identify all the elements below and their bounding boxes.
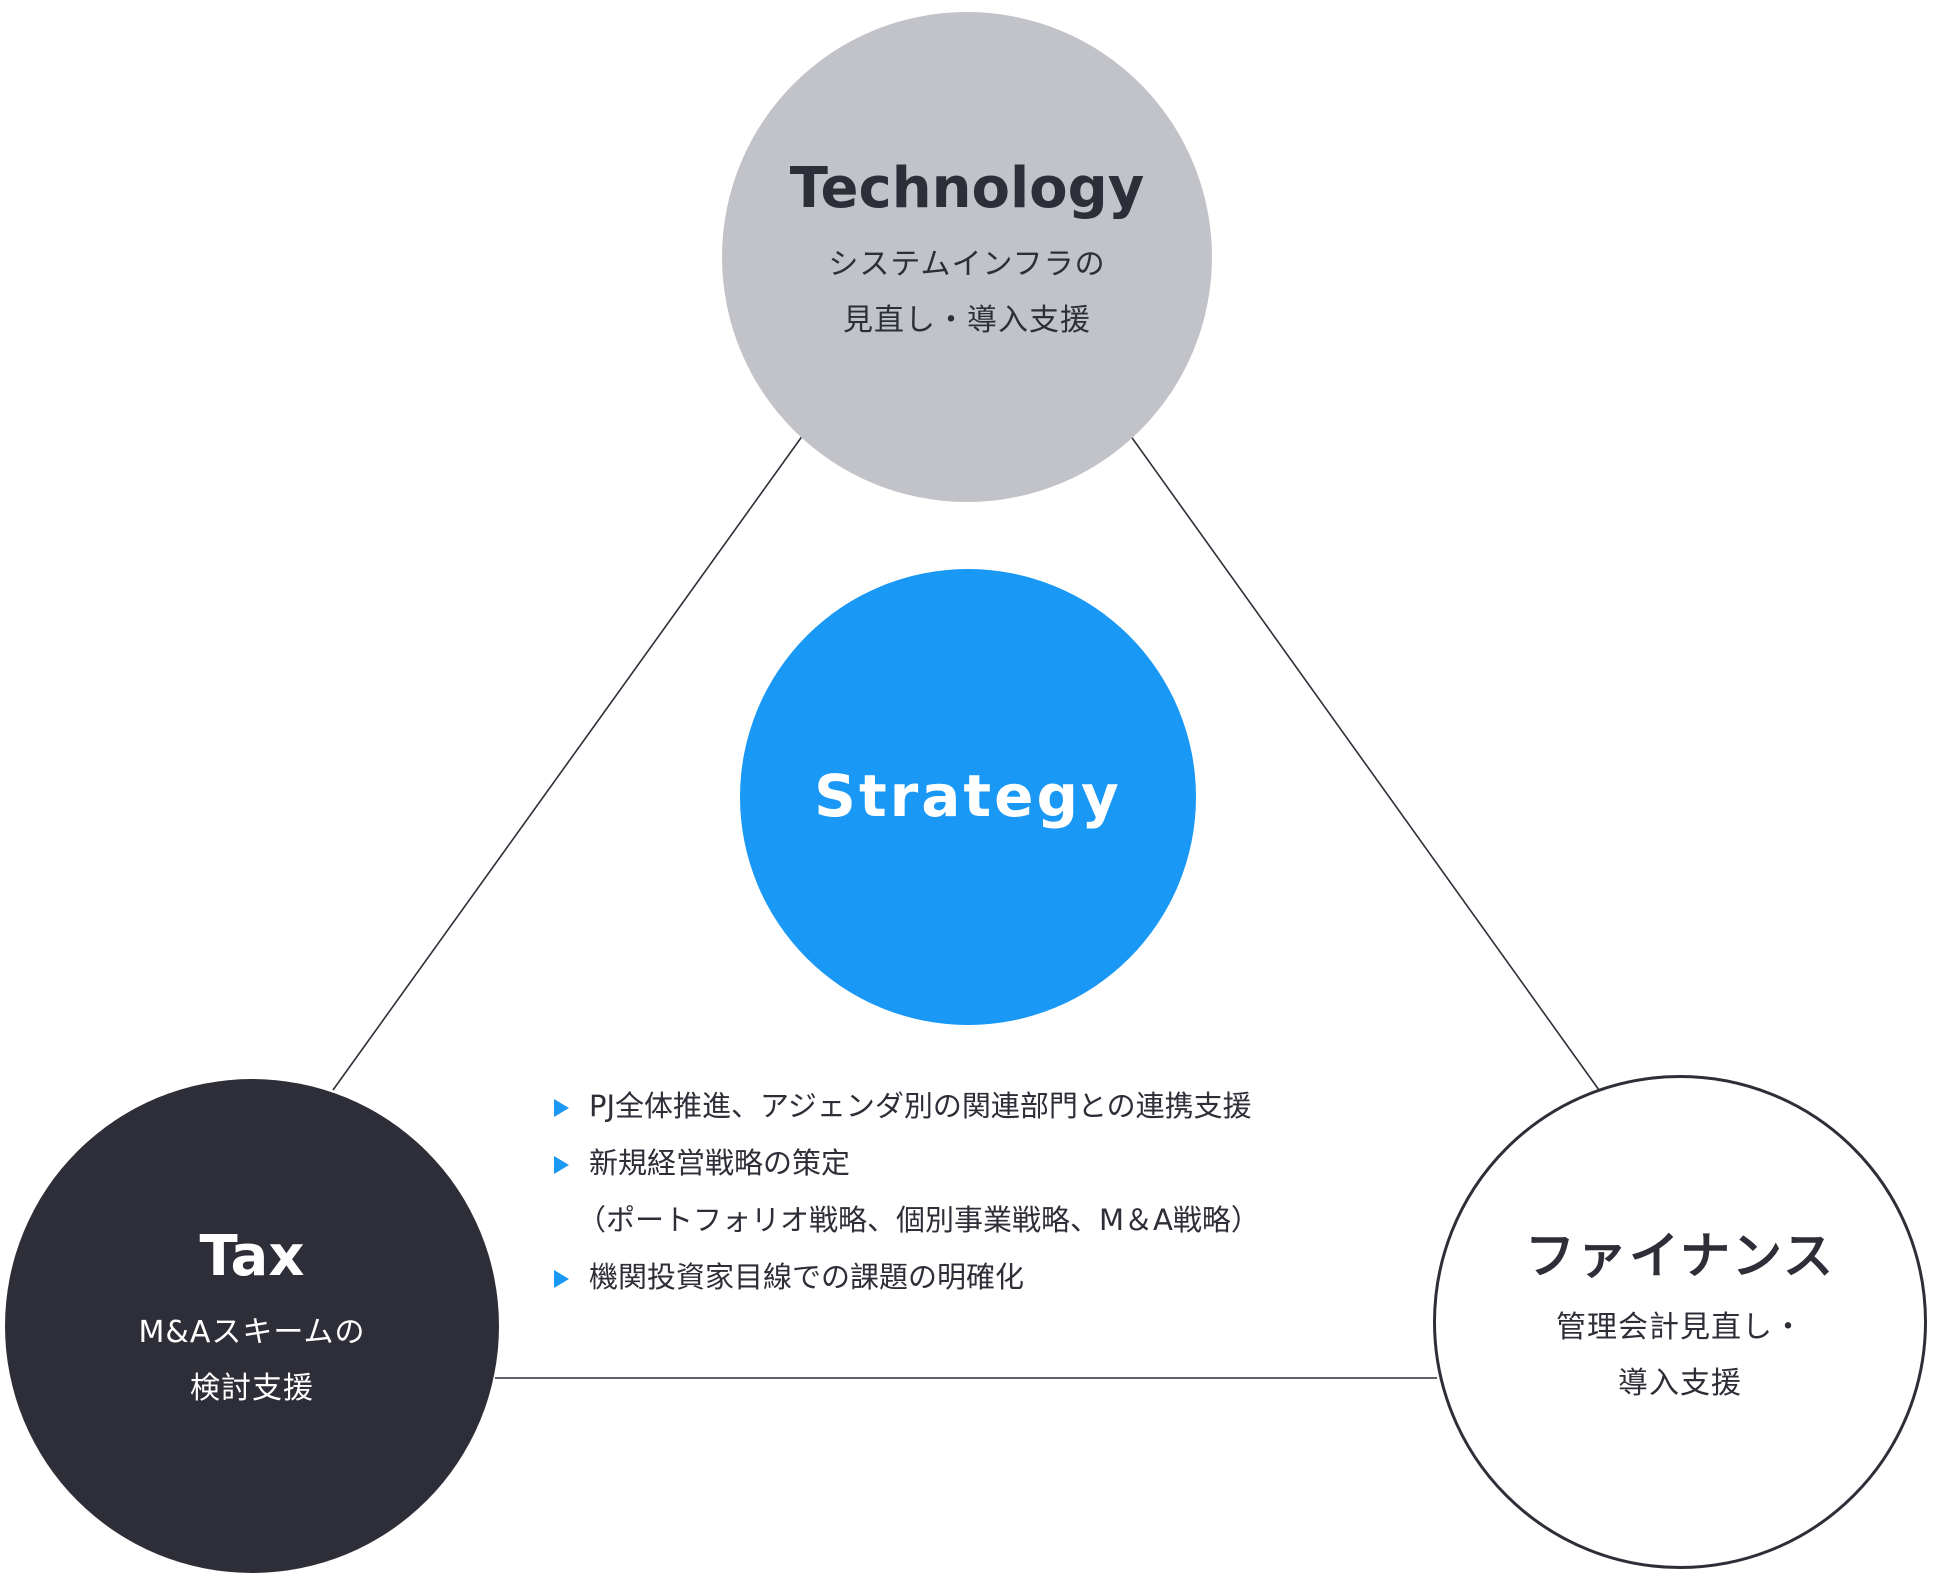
technology-title: Technology — [789, 156, 1145, 222]
tax-circle: Tax M&Aスキームの 検討支援 — [5, 1079, 499, 1573]
strategy-circle: Strategy — [740, 569, 1196, 1025]
connector-technology-tax — [332, 434, 804, 1091]
triangle-bullet-icon — [554, 1156, 569, 1174]
triangle-bullet-icon — [554, 1099, 569, 1117]
tax-description-line: M&Aスキームの — [138, 1314, 366, 1350]
finance-title: ファイナンス — [1525, 1227, 1835, 1285]
tax-title: Tax — [199, 1224, 305, 1290]
technology-description-line: 見直し・導入支援 — [842, 302, 1091, 338]
technology-description-line: システムインフラの — [828, 246, 1106, 282]
finance-description-line: 管理会計見直し・ — [1556, 1310, 1804, 1345]
strategy-bullet-text: PJ全体推進、アジェンダ別の関連部門との連携支援 — [589, 1089, 1252, 1123]
connector-technology-finance — [1129, 434, 1600, 1091]
finance-description-line: 導入支援 — [1618, 1366, 1742, 1401]
technology-description: システムインフラの 見直し・導入支援 — [828, 237, 1105, 349]
strategy-bullet-list: PJ全体推進、アジェンダ別の関連部門との連携支援 新規経営戦略の策定 （ポートフ… — [554, 1078, 1260, 1306]
finance-circle: ファイナンス 管理会計見直し・ 導入支援 — [1433, 1075, 1927, 1569]
strategy-bullet-text: 新規経営戦略の策定 — [589, 1146, 851, 1180]
strategy-bullet-text: （ポートフォリオ戦略、個別事業戦略、M＆A戦略） — [577, 1203, 1260, 1237]
strategy-title: Strategy — [814, 762, 1122, 831]
strategy-bullet-item: PJ全体推進、アジェンダ別の関連部門との連携支援 — [554, 1078, 1260, 1135]
tax-description: M&Aスキームの 検討支援 — [139, 1305, 366, 1417]
finance-description: 管理会計見直し・ 導入支援 — [1556, 1300, 1804, 1412]
triangle-bullet-icon — [554, 1270, 569, 1288]
strategy-bullet-item: 機関投資家目線での課題の明確化 — [554, 1249, 1260, 1306]
strategy-bullet-text: 機関投資家目線での課題の明確化 — [589, 1260, 1025, 1294]
strategy-bullet-item: 新規経営戦略の策定 （ポートフォリオ戦略、個別事業戦略、M＆A戦略） — [554, 1135, 1260, 1249]
technology-circle: Technology システムインフラの 見直し・導入支援 — [722, 12, 1212, 502]
tax-description-line: 検討支援 — [190, 1370, 314, 1406]
